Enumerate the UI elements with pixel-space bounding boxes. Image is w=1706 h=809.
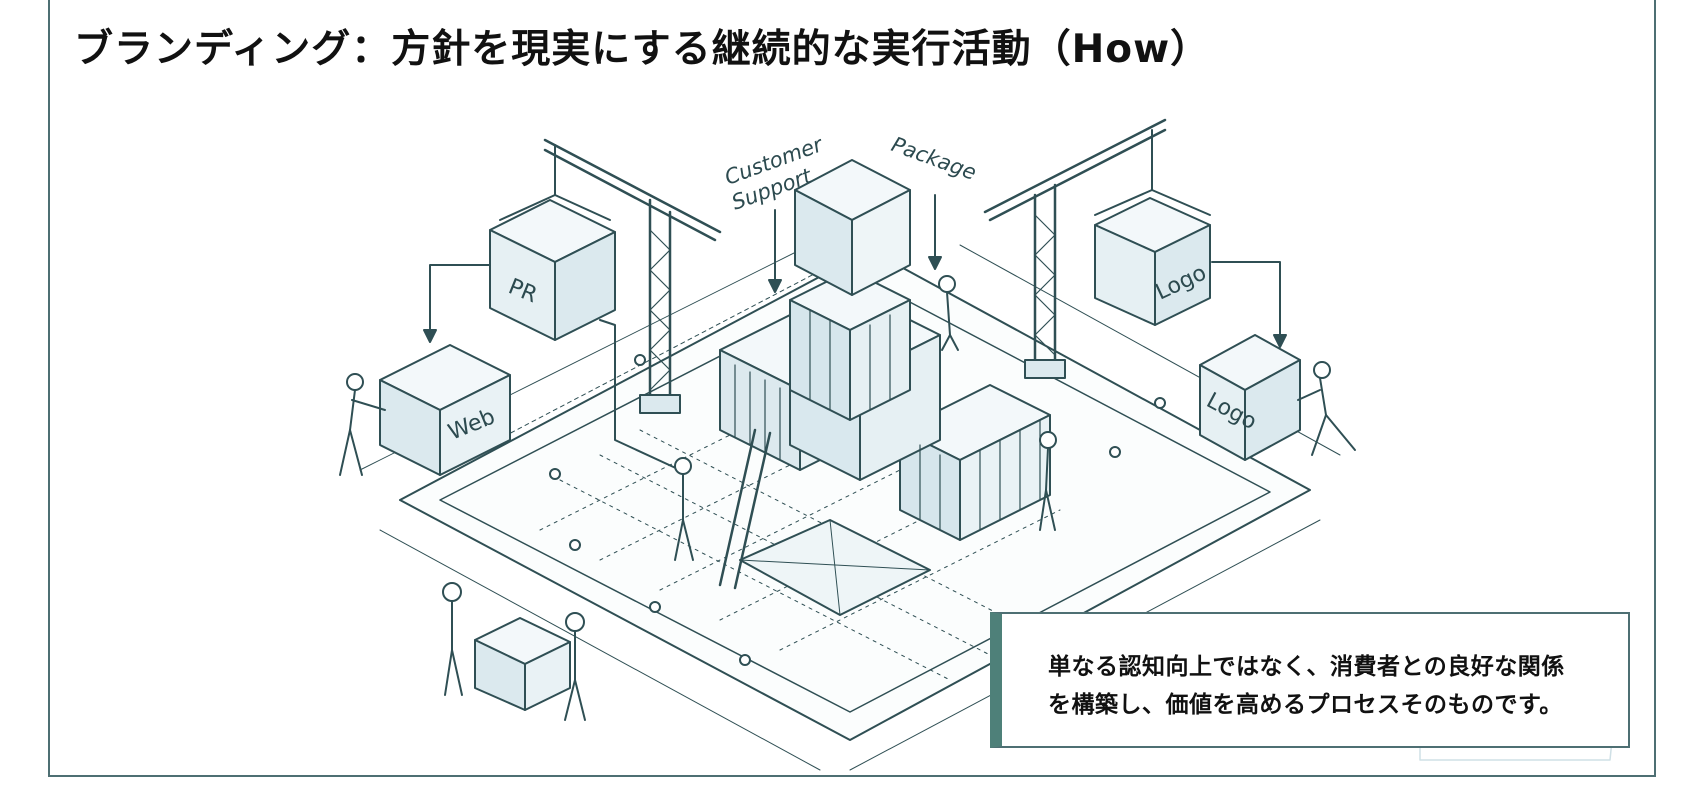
callout-line-1: 単なる認知向上ではなく、消費者との良好な関係: [1048, 654, 1565, 680]
callout-line-2: を構築し、価値を高めるプロセスそのものです。: [1048, 692, 1563, 718]
label-package: Package: [888, 132, 979, 185]
logo-box-pushed: [1199, 334, 1356, 461]
logo-box-hanging: [1094, 197, 1287, 348]
floating-box-top: [768, 159, 942, 296]
callout-box: 単なる認知向上ではなく、消費者との良好な関係 を構築し、価値を高めるプロセスその…: [990, 612, 1630, 748]
left-crane: [499, 138, 722, 414]
pr-box: [423, 199, 681, 471]
right-crane: [983, 118, 1211, 379]
building: [718, 269, 1051, 590]
workers: [442, 275, 1057, 721]
web-box: [339, 344, 511, 476]
callout-text: 単なる認知向上ではなく、消費者との良好な関係 を構築し、価値を高めるプロセスその…: [1048, 648, 1608, 724]
page-title: ブランディング：方針を現実にする継続的な実行活動（How）: [74, 27, 1211, 72]
